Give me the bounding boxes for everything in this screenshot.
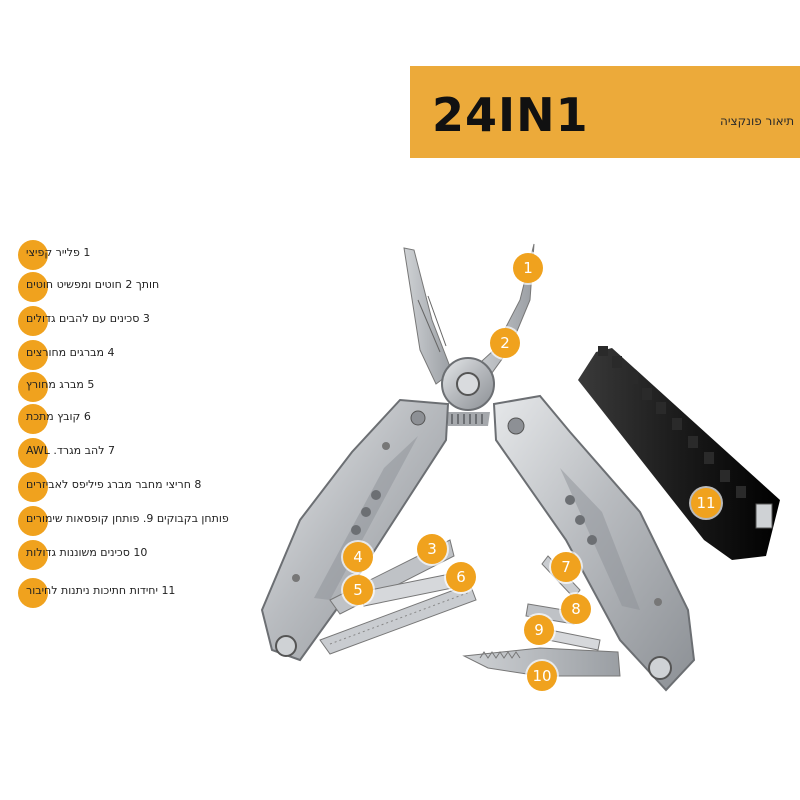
callout-badge: 1: [513, 253, 543, 283]
feature-text: 11 יחידות חתיכות ניתנות לחיבור: [26, 584, 176, 597]
feature-bullet-icon: [18, 306, 48, 336]
feature-text: 6 קובץ מתכת: [26, 410, 91, 423]
feature-text: חותך 2 חוטים ומפשיט חוטים: [26, 278, 160, 291]
callout-badge: 10: [527, 661, 557, 691]
multitool-illustration: [260, 243, 780, 692]
bit-set: [578, 346, 780, 560]
feature-text: 7 להב מגרד. AWL: [26, 444, 115, 457]
feature-bullet-icon: [18, 578, 48, 608]
feature-text: 4 מברגים מחורצים: [26, 346, 115, 359]
feature-text: פותחן בקבוקים 9. פותחן קופסאות שימורים: [26, 512, 229, 525]
callout-badge: 5: [343, 575, 373, 605]
feature-bullet-icon: [18, 472, 48, 502]
callout-badge: 2: [490, 328, 520, 358]
callout-badge: 6: [446, 562, 476, 592]
callout-badge: 3: [417, 534, 447, 564]
feature-text: 8 חריצי מחבר מברג פיליפס לאביזרים: [26, 478, 202, 491]
callout-badge: 9: [524, 615, 554, 645]
feature-bullet-icon: [18, 272, 48, 302]
feature-text: 3 סכינים עם להבים גדולים: [26, 312, 150, 325]
feature-text: 10 סכינים משוננות גדולות: [26, 546, 148, 559]
feature-text: 5 מברג מחורץ: [26, 378, 95, 391]
left-handle: [260, 398, 450, 662]
callout-badge: 7: [551, 552, 581, 582]
pivot-joint: [441, 357, 495, 426]
callout-badge: 11: [691, 488, 721, 518]
feature-bullet-icon: [18, 372, 48, 402]
feature-bullet-icon: [18, 438, 48, 468]
feature-bullet-icon: [18, 506, 48, 536]
callout-badge: 8: [561, 594, 591, 624]
right-handle: [492, 394, 696, 692]
banner-subtitle: תיאור פונקציה: [720, 114, 795, 128]
feature-bullet-icon: [18, 404, 48, 434]
feature-bullet-icon: [18, 340, 48, 370]
title-banner: [410, 66, 800, 158]
feature-bullet-icon: [18, 540, 48, 570]
banner-title: 24IN1: [432, 88, 589, 142]
feature-list: 1 פלייר קפיצי חותך 2 חוטים ומפשיט חוטים …: [0, 0, 280, 620]
feature-bullet-icon: [18, 240, 48, 270]
feature-text: 1 פלייר קפיצי: [26, 246, 91, 259]
callout-badge: 4: [343, 542, 373, 572]
